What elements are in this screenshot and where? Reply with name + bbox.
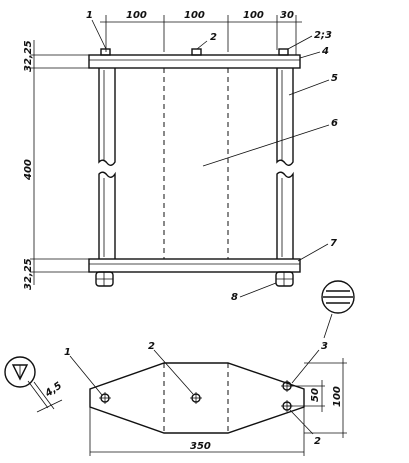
callout-1: 1 bbox=[86, 10, 107, 50]
svg-text:1: 1 bbox=[86, 10, 93, 21]
svg-text:2: 2 bbox=[210, 32, 217, 43]
nut-left bbox=[95, 271, 114, 287]
svg-text:3: 3 bbox=[321, 341, 328, 352]
svg-text:2: 2 bbox=[314, 436, 321, 447]
callout-4: 4 bbox=[299, 46, 329, 59]
plate-right-dimensions: 50 100 bbox=[287, 358, 347, 438]
bolt-head-middle bbox=[191, 48, 202, 56]
dim-left-mid: 400 bbox=[23, 159, 34, 181]
dim-plate-width: 350 bbox=[190, 441, 211, 452]
svg-text:1: 1 bbox=[64, 347, 71, 358]
dim-left-top: 32,25 bbox=[23, 40, 34, 72]
dim-left-bottom: 32,25 bbox=[23, 258, 34, 290]
hole-left bbox=[99, 392, 111, 404]
nut-right bbox=[275, 271, 294, 287]
dim-plate-outer: 100 bbox=[332, 386, 343, 407]
svg-text:8: 8 bbox=[231, 292, 238, 303]
dim-hole-detail: 4,5 bbox=[43, 380, 65, 400]
svg-text:4: 4 bbox=[321, 46, 329, 57]
bottom-bar bbox=[88, 258, 301, 273]
callout-5: 5 bbox=[288, 73, 338, 96]
dim-top-1: 100 bbox=[126, 10, 147, 21]
dim-top-4: 30 bbox=[280, 10, 294, 21]
top-bar bbox=[88, 54, 301, 69]
svg-text:7: 7 bbox=[330, 238, 337, 249]
left-post bbox=[98, 68, 116, 259]
hole-center bbox=[190, 392, 202, 404]
callout-2-3: 2;3 bbox=[287, 30, 332, 50]
left-dimension-chain: 32,25 400 32,25 bbox=[23, 40, 90, 290]
callout-2: 2 bbox=[196, 32, 217, 50]
bolt-head-right bbox=[278, 48, 289, 56]
callout-8: 8 bbox=[231, 282, 277, 303]
svg-text:5: 5 bbox=[331, 73, 338, 84]
callout-7: 7 bbox=[297, 238, 337, 262]
plate-view: 50 100 350 1 2 3 2 bbox=[64, 313, 347, 456]
plate-width-dimension: 350 bbox=[89, 407, 305, 456]
callout-6: 6 bbox=[202, 118, 338, 167]
dim-plate-inner: 50 bbox=[310, 388, 321, 402]
plate-callout-2: 2 bbox=[148, 341, 194, 395]
dim-top-3: 100 bbox=[243, 10, 264, 21]
svg-text:6: 6 bbox=[331, 118, 338, 129]
hole-detail: 4,5 bbox=[4, 356, 65, 413]
plate-callout-3: 3 bbox=[291, 313, 333, 384]
svg-text:2;3: 2;3 bbox=[314, 30, 332, 41]
top-dimension-chain: 100 100 100 30 bbox=[100, 10, 302, 55]
section-detail-circle bbox=[321, 280, 355, 314]
dim-top-2: 100 bbox=[184, 10, 205, 21]
plate-callout-2b: 2 bbox=[289, 409, 321, 447]
svg-text:2: 2 bbox=[148, 341, 155, 352]
frame-assembly-view: 100 100 100 30 32,25 400 32,25 bbox=[23, 10, 338, 303]
plate-callout-1: 1 bbox=[64, 347, 103, 396]
right-post bbox=[276, 68, 294, 259]
bolt-head-left bbox=[100, 48, 111, 56]
